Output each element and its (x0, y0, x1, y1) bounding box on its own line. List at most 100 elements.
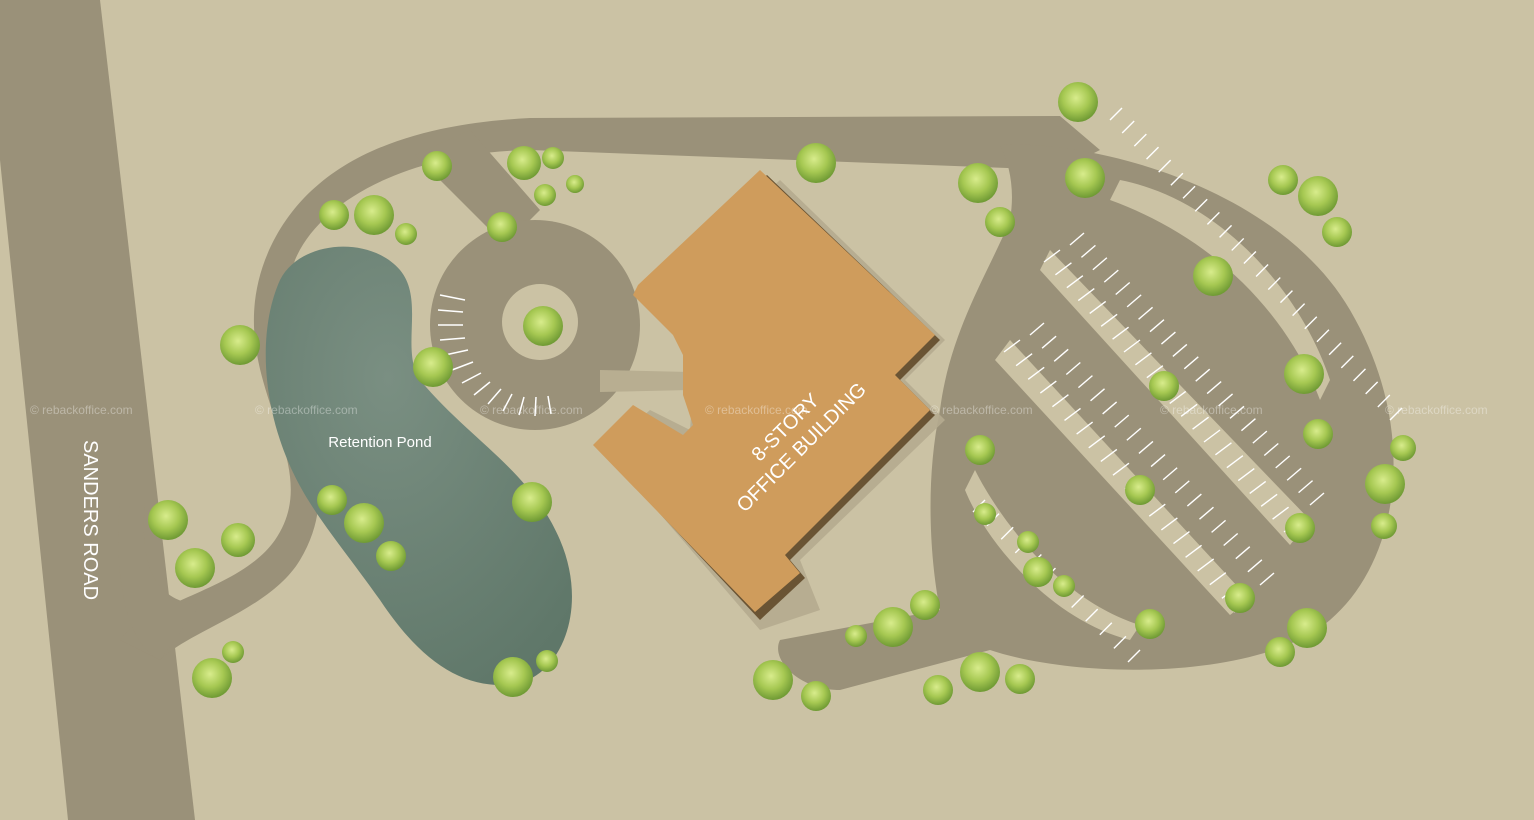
tree-26 (796, 143, 836, 183)
parking-stripe (1109, 107, 1123, 121)
office-building (593, 170, 940, 620)
parking-lot (778, 144, 1394, 690)
parking-stripe (1255, 264, 1269, 278)
parking-stripe (1170, 172, 1184, 186)
parking-stripe (1260, 493, 1278, 507)
tree-22 (1023, 557, 1053, 587)
parking-stripe (1237, 468, 1255, 482)
parking-stripe (1206, 211, 1220, 225)
tree-40 (317, 485, 347, 515)
tree-12 (1371, 513, 1397, 539)
parking-stripe (1066, 275, 1084, 289)
parking-stripe (1352, 368, 1366, 382)
parking-stripe (1115, 281, 1131, 296)
parking-stripe (1249, 480, 1267, 494)
parking-stripe (1053, 348, 1069, 362)
parking-stripe (1100, 448, 1118, 463)
parking-stripe (1172, 343, 1188, 357)
tree-16 (1135, 609, 1165, 639)
tree-11 (1365, 464, 1405, 504)
parking-stripe (1263, 442, 1279, 457)
parking-stripe (1316, 329, 1330, 343)
parking-island-1 (1110, 180, 1330, 400)
parking-stripe (1069, 232, 1085, 246)
parking-stripe (1080, 244, 1096, 258)
parking-island-2 (1040, 250, 1310, 545)
tree-32 (487, 212, 517, 242)
tree-34 (354, 195, 394, 235)
tree-20 (974, 503, 996, 525)
parking-stripe (1126, 294, 1142, 308)
parking-stripe (1195, 368, 1211, 382)
parking-stripe (1100, 313, 1118, 327)
watermark-6: © rebackoffice.com (1160, 403, 1263, 417)
retention-pond (265, 246, 572, 686)
parking-stripe (1292, 303, 1306, 317)
parking-stripe (1197, 558, 1215, 572)
parking-stripe (1102, 401, 1118, 415)
parking-stripe (1304, 316, 1318, 330)
parking-stripe (1194, 198, 1208, 212)
parking-stripe (1186, 493, 1202, 507)
tree-43 (148, 500, 188, 540)
parking-stripe (1092, 257, 1108, 271)
tree-50 (753, 660, 793, 700)
tree-33 (319, 200, 349, 230)
parking-stripe (1199, 506, 1214, 520)
watermark-5: © rebackoffice.com (930, 403, 1033, 417)
parking-stripe (1000, 526, 1014, 540)
tree-2 (1065, 158, 1105, 198)
parking-stripe (1279, 290, 1293, 304)
tree-27 (422, 151, 452, 181)
parking-stripe (1340, 355, 1354, 369)
parking-island-3 (995, 340, 1250, 615)
parking-stripe (1219, 224, 1233, 238)
tree-52 (845, 625, 867, 647)
parking-stripe (1089, 300, 1107, 314)
parking-stripe (1192, 416, 1209, 430)
parking-stripe (1218, 393, 1234, 407)
parking-stripe (1077, 375, 1093, 389)
parking-stripe (1064, 407, 1081, 421)
tree-29 (542, 147, 564, 169)
trees (148, 82, 1416, 711)
tree-56 (960, 652, 1000, 692)
parking-stripe (1235, 546, 1251, 560)
tree-37 (220, 325, 260, 365)
watermark-2: © rebackoffice.com (255, 403, 358, 417)
tree-21 (1017, 531, 1039, 553)
parking-stripe (1077, 288, 1095, 302)
parking-stripe (1076, 421, 1094, 435)
parking-stripe (1252, 430, 1268, 444)
tree-55 (923, 675, 953, 705)
tree-54 (910, 590, 940, 620)
parking-stripe (1267, 277, 1281, 291)
tree-51 (801, 681, 831, 711)
loop-drive (120, 116, 1100, 660)
parking-stripe (1275, 455, 1291, 469)
parking-stripe (1146, 146, 1160, 160)
circle-parking-stripes (437, 294, 552, 417)
parking-stripe (1174, 480, 1190, 494)
parking-stripe (1113, 635, 1127, 649)
tree-14 (1285, 513, 1315, 543)
watermark-3: © rebackoffice.com (480, 403, 583, 417)
parking-stripe (1055, 262, 1072, 276)
tree-9 (1303, 419, 1333, 449)
parking-stripe (1158, 159, 1172, 173)
road-label: SANDERS ROAD (79, 440, 101, 600)
parking-stripe (1160, 331, 1176, 345)
tree-44 (221, 523, 255, 557)
parking-stripe (1043, 249, 1061, 263)
parking-stripe (1103, 269, 1119, 283)
parking-stripe (1039, 380, 1057, 394)
tree-10 (1390, 435, 1416, 461)
parking-stripe (1003, 339, 1021, 353)
tree-42 (376, 541, 406, 571)
parking-stripe (1135, 352, 1152, 366)
parking-stripe (1133, 133, 1147, 147)
driveway-to-road (118, 500, 200, 660)
tree-17 (1287, 608, 1327, 648)
parking-stripe (1027, 366, 1045, 380)
